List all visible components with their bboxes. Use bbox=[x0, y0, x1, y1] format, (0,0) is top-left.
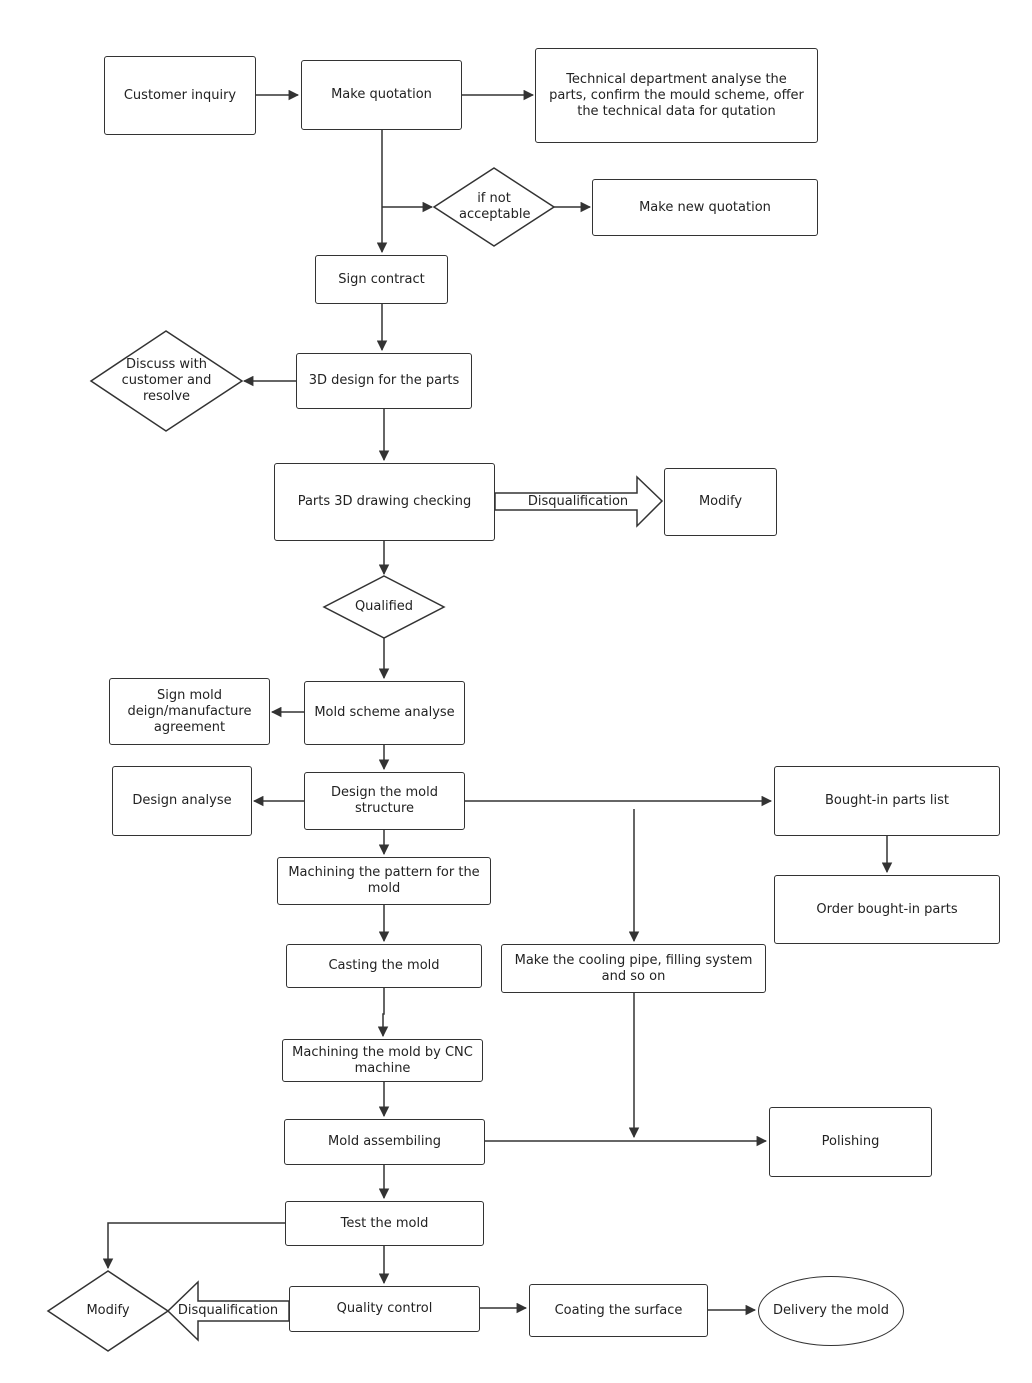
design-structure-label: Design the mold structure bbox=[331, 785, 438, 816]
arrow-test-to-modify bbox=[102, 1222, 285, 1270]
modify-bottom-label: Modify bbox=[86, 1303, 130, 1318]
assembling-label: Mold assembiling bbox=[328, 1134, 441, 1149]
make-new-quotation-box: Make new quotation bbox=[592, 179, 818, 236]
design-structure-box: Design the mold structure bbox=[304, 772, 465, 830]
customer-inquiry-label: Customer inquiry bbox=[123, 87, 237, 103]
decision-modify: Modify bbox=[58, 1302, 158, 1320]
casting-label: Casting the mold bbox=[328, 958, 440, 973]
casting-box: Casting the mold bbox=[286, 944, 482, 988]
modify-top-box: Modify bbox=[664, 468, 777, 536]
discuss-label: Discuss with customer and resolve bbox=[121, 357, 212, 404]
cooling-pipe-box: Make the cooling pipe, filling system an… bbox=[501, 944, 766, 993]
polishing-label: Polishing bbox=[821, 1134, 880, 1149]
coating-box: Coating the surface bbox=[529, 1284, 708, 1337]
make-quotation-box: Make quotation bbox=[301, 60, 462, 130]
decision-discuss-shape bbox=[89, 330, 244, 432]
sign-agreement-box: Sign mold deign/manufacture agreement bbox=[109, 678, 270, 745]
quality-control-label: Quality control bbox=[336, 1301, 433, 1316]
machining-pattern-label: Machining the pattern for the mold bbox=[288, 865, 480, 896]
polishing-box: Polishing bbox=[769, 1107, 932, 1177]
test-mold-box: Test the mold bbox=[285, 1201, 484, 1246]
arrow-casting-to-cnc bbox=[377, 988, 389, 1038]
test-mold-label: Test the mold bbox=[340, 1215, 429, 1231]
technical-department-box: Technical department analyse the parts, … bbox=[535, 48, 818, 143]
block-arrow-disqualification-bottom bbox=[166, 1280, 290, 1342]
disqualification-top-label: Disqualification bbox=[527, 493, 629, 509]
bought-in-list-label: Bought-in parts list bbox=[824, 793, 950, 808]
disqualification-top-text: Disqualification bbox=[510, 493, 646, 510]
order-bought-in-label: Order bought-in parts bbox=[816, 901, 958, 917]
qualified-label: Qualified bbox=[354, 599, 414, 614]
disqualification-bottom-label: Disqualification bbox=[177, 1302, 279, 1318]
not-acceptable-label: if not acceptable bbox=[459, 191, 531, 222]
design-analyse-label: Design analyse bbox=[132, 793, 232, 808]
3d-design-box: 3D design for the parts bbox=[296, 353, 472, 409]
make-new-quotation-label: Make new quotation bbox=[639, 199, 771, 215]
cnc-box: Machining the mold by CNC machine bbox=[282, 1039, 483, 1082]
assembling-box: Mold assembiling bbox=[284, 1119, 485, 1165]
machining-pattern-box: Machining the pattern for the mold bbox=[277, 857, 491, 905]
customer-inquiry-box: Customer inquiry bbox=[104, 56, 256, 135]
mold-scheme-label: Mold scheme analyse bbox=[314, 705, 455, 720]
decision-qualified: Qualified bbox=[334, 598, 434, 616]
coating-label: Coating the surface bbox=[554, 1302, 683, 1318]
order-bought-in-box: Order bought-in parts bbox=[774, 875, 1000, 944]
sign-contract-box: Sign contract bbox=[315, 255, 448, 304]
3d-design-label: 3D design for the parts bbox=[308, 373, 460, 388]
cnc-label: Machining the mold by CNC machine bbox=[292, 1044, 473, 1076]
block-arrow-disqualification-top bbox=[494, 475, 664, 528]
drawing-checking-box: Parts 3D drawing checking bbox=[274, 463, 495, 541]
delivery-terminal: Delivery the mold bbox=[758, 1276, 904, 1346]
mold-scheme-box: Mold scheme analyse bbox=[304, 681, 465, 745]
technical-department-label: Technical department analyse the parts, … bbox=[549, 71, 804, 119]
sign-agreement-label: Sign mold deign/manufacture agreement bbox=[127, 687, 252, 735]
modify-top-label: Modify bbox=[698, 494, 743, 509]
decision-modify-shape bbox=[46, 1270, 170, 1352]
drawing-checking-label: Parts 3D drawing checking bbox=[297, 494, 472, 509]
cooling-pipe-label: Make the cooling pipe, filling system an… bbox=[514, 952, 753, 984]
decision-not-acceptable: if not acceptable bbox=[444, 191, 544, 223]
disqualification-bottom-text: Disqualification bbox=[176, 1302, 280, 1319]
delivery-label: Delivery the mold bbox=[772, 1303, 890, 1318]
quality-control-box: Quality control bbox=[289, 1286, 480, 1332]
decision-discuss: Discuss with customer and resolve bbox=[106, 357, 227, 405]
sign-contract-label: Sign contract bbox=[338, 271, 425, 287]
decision-qualified-shape bbox=[322, 575, 446, 639]
design-analyse-box: Design analyse bbox=[112, 766, 252, 836]
decision-not-acceptable-shape bbox=[432, 167, 556, 247]
make-quotation-label: Make quotation bbox=[331, 87, 432, 102]
bought-in-list-box: Bought-in parts list bbox=[774, 766, 1000, 836]
